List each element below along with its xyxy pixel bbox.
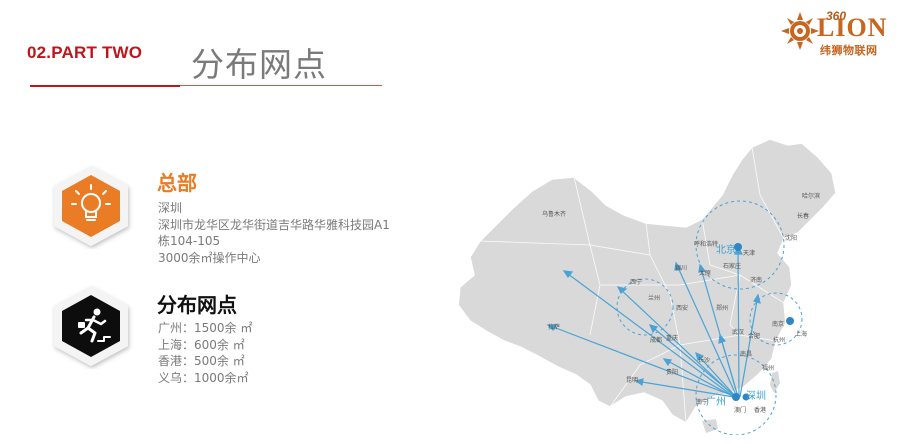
map-label: 拉萨 [548,324,561,331]
shenzhen-hub-dot [742,393,750,401]
map-label: 南京 [772,321,785,328]
map-label: 哈尔滨 [802,193,821,200]
beijing-hub-dot [734,243,742,251]
map-label: 石家庄 [723,263,742,270]
map-label: 南昌 [740,351,753,358]
sun-emblem-icon [781,12,819,50]
map-label: 成都 [650,337,663,344]
headquarters-line: 深圳 [158,201,183,215]
taiwan-island [770,371,780,393]
lightbulb-icon [71,184,111,221]
map-label: 兰州 [648,295,661,302]
map-label: 西安 [676,305,689,312]
route-to-xining [617,286,736,398]
map-label: 西宁 [630,279,643,286]
map-label: 长春 [797,213,810,220]
headquarters-line: 深圳市龙华区龙华街道吉华路华雅科技园A1 [158,217,390,232]
network-icon-badge [48,283,134,369]
china-landmass [457,138,837,425]
map-label: 上海 [795,331,808,338]
guangzhou-hub-dot [732,393,740,401]
map-label: 杭州 [773,337,786,344]
map-label: 合肥 [748,333,761,340]
running-man-icon [78,308,111,343]
hub-label-beijing: 北京 [716,245,736,256]
brand-logo: 360 LION 纬狮物联网 [780,7,900,57]
map-label: 太原 [699,270,712,277]
headquarters-line: 3000余㎡操作中心 [158,250,261,265]
china-distribution-map: 乌鲁木齐 哈尔滨 长春 沈阳 呼和浩特 银川 天津 石家庄 太原 济南 西宁 兰… [440,135,860,435]
title-underline-red [30,85,180,87]
title-underline [180,85,382,86]
route-to-kunming [635,380,735,398]
hub-label-guangzhou: 广州 [706,397,726,408]
network-location-line: 香港：500余 ㎡ [158,354,245,368]
map-label: 福州 [762,365,775,372]
map-label: 乌鲁木齐 [542,211,567,218]
map-label: 南宁 [696,399,709,406]
lanzhou-coverage-ring [616,278,674,336]
map-label: 香港 [754,407,767,414]
route-to-chengdu [649,324,737,398]
map-canvas [457,138,837,435]
network-location-line: 广州：1500余 ㎡ [158,321,253,335]
map-label: 长沙 [698,357,711,364]
headquarters-title: 总部 [157,171,197,195]
headquarters-address: 深圳 深圳市龙华区龙华街道吉华路华雅科技园A1 栋104-105 3000余㎡操… [158,200,433,266]
part-label: 02.PART TWO [27,43,143,62]
route-to-yinchuan [675,262,738,398]
network-locations: 广州：1500余 ㎡ 上海：600余 ㎡ 香港：500余 ㎡ 义乌：1000余㎡ [158,320,298,386]
map-label: 呼和浩特 [694,241,719,248]
route-to-jinan [739,294,759,398]
map-label: 银川 [675,265,688,272]
map-label: 沈阳 [785,235,798,242]
shanghai-hub-dot [786,317,794,325]
network-location-line: 上海：600余 ㎡ [158,337,245,352]
section-title: 分布网点 [191,45,327,84]
logo-tagline: 纬狮物联网 [820,44,878,57]
map-label: 郑州 [716,305,729,312]
route-to-beijing [737,246,740,398]
logo-number: 360 [826,9,847,23]
map-label: 济南 [750,277,763,284]
map-label: 天津 [743,250,756,257]
hub-label-shenzhen: 深圳 [746,391,766,402]
network-title: 分布网点 [157,293,237,317]
route-to-xinjiang [563,270,735,398]
shanghai-coverage-ring [749,292,803,346]
logo-wordmark: LION [817,13,888,42]
map-label: 贵阳 [666,369,679,376]
route-to-wuhan [719,334,739,398]
map-label: 武汉 [732,329,745,336]
route-to-lhasa [547,324,737,398]
route-to-guiyang [663,358,735,398]
route-to-changsha [695,352,737,398]
network-location-line: 义乌：1000余㎡ [158,370,249,385]
headquarters-line: 栋104-105 [158,234,221,248]
headquarters-icon-badge [48,163,134,249]
map-label: 重庆 [666,335,679,342]
guangzhou-coverage-ring [695,354,777,435]
map-label: 昆明 [626,377,639,384]
map-label: 澳门 [734,407,747,414]
beijing-coverage-ring [695,200,785,290]
